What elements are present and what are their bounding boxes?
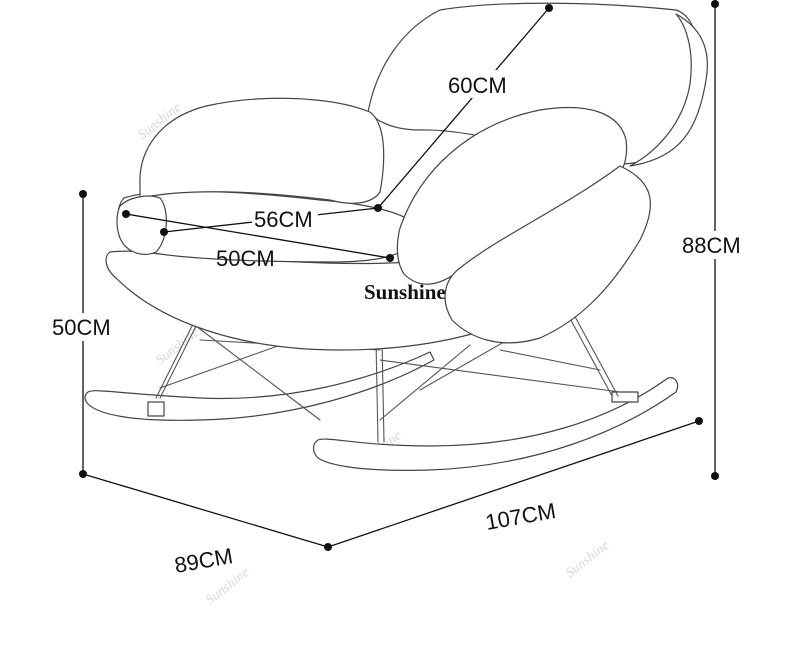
left-rocker-foot: [147, 401, 165, 417]
dimension-total-height: 88CM: [680, 0, 746, 480]
seat-depth-label: 50CM: [216, 246, 275, 271]
length-label: 107CM: [484, 498, 558, 535]
seat-width-label: 56CM: [254, 207, 313, 232]
back-depth-label: 60CM: [448, 73, 507, 98]
left-rocker: [84, 351, 435, 421]
left-armrest: [139, 97, 385, 204]
back-depth-label-bg: [446, 70, 514, 98]
dimension-seat-height: 50CM: [50, 190, 116, 478]
seat-height-label-bg: [50, 313, 116, 341]
seat-depth-dot-left: [122, 210, 130, 218]
length-line: [327, 420, 700, 548]
seat-height-label: 50CM: [52, 315, 111, 340]
dimension-width: 89CM: [82, 473, 332, 578]
right-arm-side: [444, 165, 651, 344]
seat-depth-dot-right: [386, 254, 394, 262]
total-height-dot-top: [711, 0, 719, 8]
back-depth-dot-top: [545, 4, 553, 12]
backrest-side: [629, 13, 708, 167]
seat-width-label-bg: [252, 204, 318, 232]
total-height-label: 88CM: [682, 233, 741, 258]
width-line: [82, 473, 329, 548]
total-height-dot-bottom: [711, 472, 719, 480]
width-label: 89CM: [173, 543, 235, 578]
dimension-seat-depth: 50CM: [122, 210, 394, 271]
leg-front-left: [375, 339, 385, 443]
seat-width-dot-left: [160, 228, 168, 236]
length-dot-right: [695, 417, 703, 425]
back-depth-line: [377, 7, 550, 209]
total-height-label-bg: [680, 231, 746, 259]
left-arm-front: [116, 195, 167, 255]
rocker-base: [84, 299, 679, 471]
dimension-seat-width: 56CM: [160, 204, 379, 236]
right-rocker: [312, 377, 679, 471]
watermark-8: Sunshine: [563, 538, 612, 581]
leg-back-left: [155, 317, 201, 399]
dimension-back-depth: 60CM: [374, 4, 553, 212]
seat-height-dot-top: [79, 190, 87, 198]
seat-depth-line: [125, 213, 391, 259]
brand-logo: Sunshine: [364, 280, 446, 304]
right-rocker-foot: [611, 391, 639, 403]
